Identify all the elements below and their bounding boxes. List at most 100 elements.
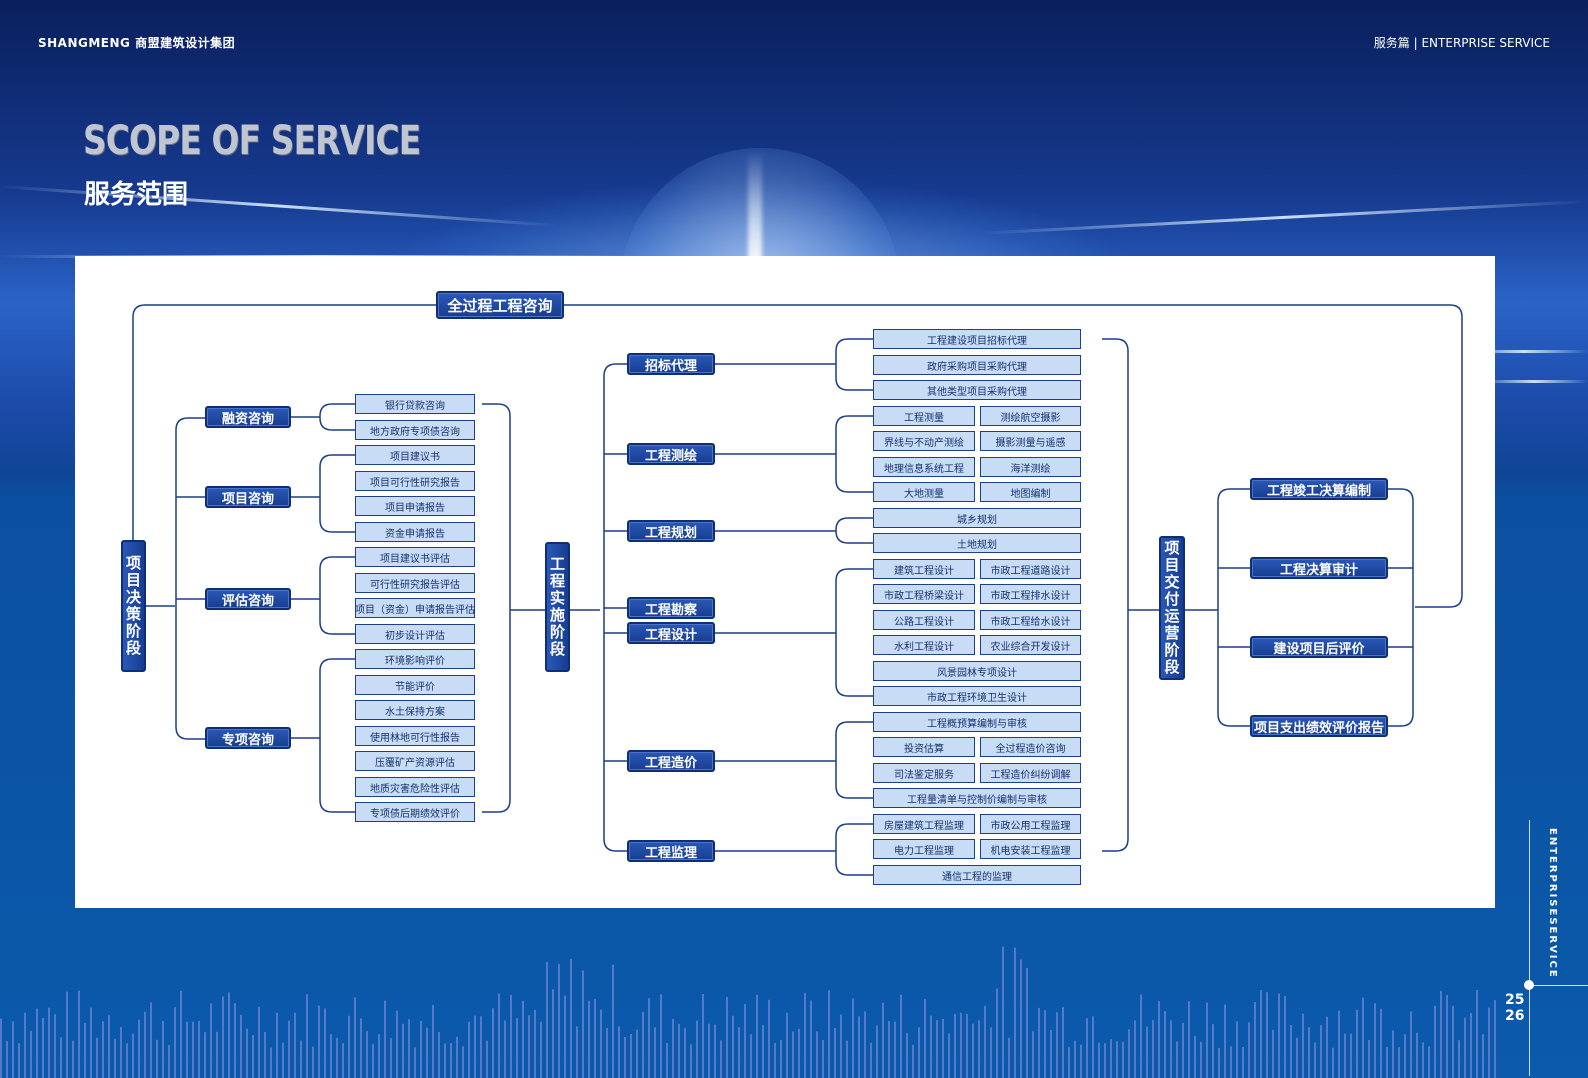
skyline-bar (234, 1003, 236, 1078)
side-divider (1529, 985, 1588, 986)
light-beam (748, 150, 762, 260)
skyline-bar (1110, 1039, 1112, 1078)
skyline-bar (1266, 992, 1268, 1078)
leaf-item: 项目建议书 (355, 445, 475, 465)
leaf-item: 市政工程桥梁设计 (873, 584, 975, 604)
skyline-bar (858, 1016, 860, 1078)
brand-logo: SHANGMENG 商盟建筑设计集团 (38, 36, 236, 50)
skyline-bar (150, 1002, 152, 1078)
skyline-bar (1236, 1021, 1238, 1078)
leaf-item: 市政工程道路设计 (980, 559, 1081, 579)
leaf-item: 地方政府专项债咨询 (355, 420, 475, 440)
skyline-bar (1032, 1031, 1034, 1078)
skyline-bar (996, 988, 998, 1078)
skyline-bar (840, 1014, 842, 1078)
skyline-bar (1020, 959, 1022, 1078)
skyline-bar (1074, 1040, 1076, 1078)
skyline-bar (1260, 990, 1262, 1078)
skyline-bar (84, 1022, 86, 1078)
leaf-item: 工程建设项目招标代理 (873, 329, 1081, 349)
skyline-bar (1092, 1016, 1094, 1078)
skyline-bar (24, 1012, 26, 1078)
skyline-bar (768, 999, 770, 1078)
delivery-item: 工程决算审计 (1250, 557, 1388, 579)
skyline-bar (1380, 1008, 1382, 1078)
side-label: ENTERPRISESERVICE (1547, 828, 1558, 979)
skyline-bar (1440, 991, 1442, 1078)
skyline-bar (426, 1027, 428, 1078)
leaf-item: 项目申请报告 (355, 496, 475, 516)
skyline-bar (1368, 1039, 1370, 1078)
skyline-bar (810, 1000, 812, 1078)
skyline-bar (786, 1012, 788, 1078)
leaf-item: 节能评价 (355, 675, 475, 695)
skyline-bar (612, 964, 614, 1078)
skyline-bar (618, 1026, 620, 1078)
skyline-bar (522, 1000, 524, 1078)
skyline-bar (606, 1028, 608, 1078)
skyline-bar (918, 1027, 920, 1078)
skyline-bar (1122, 1041, 1124, 1078)
skyline-bar (1374, 1003, 1376, 1078)
skyline-bar (210, 1003, 212, 1078)
skyline-bar (240, 1014, 242, 1078)
leaf-item: 项目建议书评估 (355, 547, 475, 567)
skyline-bar (690, 1044, 692, 1078)
leaf-item: 农业综合开发设计 (980, 635, 1081, 655)
skyline-bar (570, 958, 572, 1078)
leaf-item: 电力工程监理 (873, 839, 975, 859)
skyline-bar (1254, 1002, 1256, 1078)
skyline-bar (1224, 1004, 1226, 1078)
leaf-item: 通信工程的监理 (873, 865, 1081, 885)
group-surveying: 工程测绘 (627, 443, 715, 465)
skyline-bar (1188, 1001, 1190, 1078)
skyline-bar (966, 1013, 968, 1078)
skyline-bar (528, 1015, 530, 1078)
skyline-bar (1314, 1042, 1316, 1078)
group-geotech: 工程勘察 (627, 597, 715, 619)
skyline-bar (282, 1042, 284, 1078)
skyline-bar (552, 989, 554, 1078)
stage-delivery: 项目交付运营阶段 (1159, 536, 1185, 680)
skyline-bar (1158, 1001, 1160, 1078)
skyline-bar (126, 1043, 128, 1078)
skyline-bar (1104, 1043, 1106, 1078)
skyline-bar (1356, 1009, 1358, 1078)
side-dot (1524, 980, 1534, 990)
leaf-item: 工程概预算编制与审核 (873, 712, 1081, 732)
skyline-bar (600, 1009, 602, 1078)
skyline-bar (276, 1012, 278, 1078)
skyline-bar (822, 1040, 824, 1078)
skyline-bar (534, 1009, 536, 1078)
skyline-bar (1482, 1034, 1484, 1078)
skyline-bar (510, 994, 512, 1078)
skyline-bar (492, 1008, 494, 1078)
skyline-bar (1398, 1047, 1400, 1078)
page-number-left: 25 (1505, 992, 1525, 1008)
skyline-bar (636, 1029, 638, 1078)
skyline-bar (1452, 1005, 1454, 1078)
leaf-item: 项目（资金）申请报告评估 (355, 598, 475, 618)
skyline-bar (924, 999, 926, 1078)
skyline-bar (378, 1034, 380, 1078)
delivery-item: 工程竣工决算编制 (1250, 478, 1388, 500)
leaf-item: 风景园林专项设计 (873, 661, 1081, 681)
skyline-bar (18, 1043, 20, 1078)
skyline-bar (894, 1021, 896, 1078)
skyline-bar (1194, 1035, 1196, 1078)
skyline-bar (66, 991, 68, 1078)
leaf-item: 大地测量 (873, 482, 975, 502)
skyline-bar (870, 1042, 872, 1078)
skyline-bar (1470, 1013, 1472, 1078)
group-bidding: 招标代理 (627, 353, 715, 375)
skyline-bar (1230, 1046, 1232, 1078)
skyline-bar (648, 998, 650, 1078)
leaf-item: 压覆矿产资源评估 (355, 751, 475, 771)
skyline-bar (1476, 989, 1478, 1078)
skyline-bar (486, 1040, 488, 1078)
skyline-bar (804, 992, 806, 1078)
skyline-bar (588, 1000, 590, 1078)
skyline-bar (204, 1032, 206, 1078)
skyline-bar (120, 1026, 122, 1078)
skyline-bar (504, 1020, 506, 1078)
